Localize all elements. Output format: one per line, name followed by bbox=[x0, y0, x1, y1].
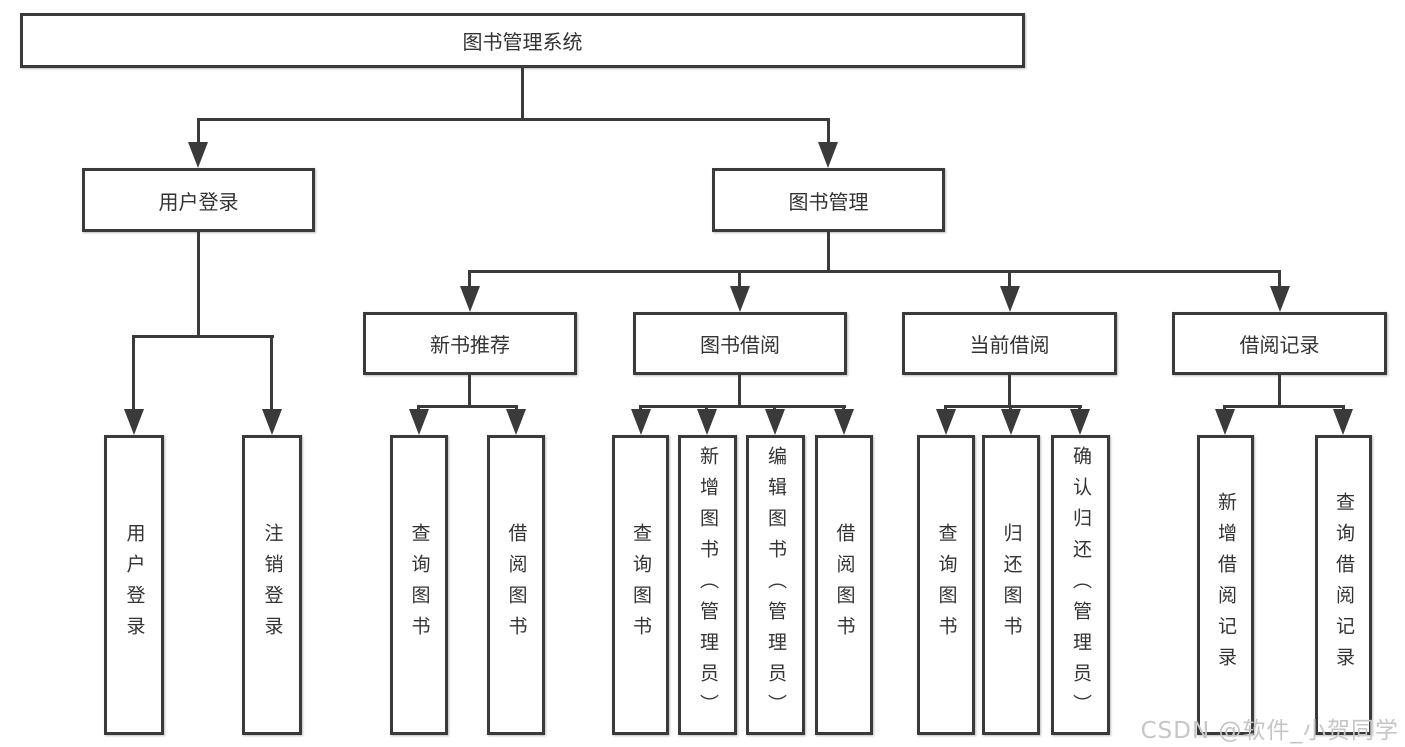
arrow-down-icon bbox=[730, 286, 750, 312]
node-book-management: 图书管理 bbox=[712, 168, 945, 232]
connector-user-login-drop bbox=[197, 232, 200, 338]
connector-to-recommend bbox=[468, 272, 471, 290]
leaf-logout-label: 注销登录 bbox=[261, 523, 284, 647]
connector-book-management-drop bbox=[827, 232, 830, 272]
connector-level3-hline bbox=[468, 270, 1281, 273]
leaf-recommend-query-books: 查询图书 bbox=[390, 435, 448, 735]
leaf-records-query-record-label: 查询借阅记录 bbox=[1333, 492, 1355, 678]
arrow-down-icon bbox=[1270, 286, 1290, 312]
leaf-current-return-books: 归还图书 bbox=[982, 435, 1040, 735]
leaf-borrow-edit-books-admin-label: 编辑图书（管理员） bbox=[765, 445, 787, 725]
node-borrow-records: 借阅记录 bbox=[1172, 312, 1387, 375]
connector-to-user-login bbox=[197, 120, 200, 146]
arrow-down-icon bbox=[124, 409, 144, 435]
arrow-down-icon bbox=[506, 409, 526, 435]
leaf-borrow-add-books-admin-label: 新增图书（管理员） bbox=[697, 445, 719, 725]
connector-recommend-hline bbox=[417, 405, 518, 408]
leaf-borrow-add-books-admin: 新增图书（管理员） bbox=[678, 435, 737, 735]
leaf-current-return-books-label: 归还图书 bbox=[1000, 523, 1023, 647]
leaf-borrow-edit-books-admin: 编辑图书（管理员） bbox=[746, 435, 805, 735]
leaf-borrow-borrow-books-label: 借阅图书 bbox=[833, 523, 856, 647]
connector-records-hline bbox=[1223, 405, 1345, 408]
node-root-label: 图书管理系统 bbox=[462, 30, 583, 54]
connector-current-drop bbox=[1008, 375, 1011, 407]
leaf-records-add-record-label: 新增借阅记录 bbox=[1215, 492, 1237, 678]
leaf-current-confirm-return-admin: 确认归还（管理员） bbox=[1051, 435, 1110, 735]
arrow-down-icon bbox=[188, 142, 208, 168]
leaf-records-query-record: 查询借阅记录 bbox=[1315, 435, 1372, 735]
arrow-down-icon bbox=[834, 409, 854, 435]
connector-login-leaf1-drop bbox=[132, 337, 135, 413]
arrow-down-icon bbox=[460, 286, 480, 312]
node-user-login-label: 用户登录 bbox=[158, 189, 239, 214]
arrow-down-icon bbox=[1000, 286, 1020, 312]
arrow-down-icon bbox=[1001, 409, 1021, 435]
leaf-recommend-borrow-books-label: 借阅图书 bbox=[505, 523, 528, 647]
leaf-borrow-query-books: 查询图书 bbox=[612, 435, 669, 735]
arrow-down-icon bbox=[1333, 409, 1353, 435]
node-book-borrow: 图书借阅 bbox=[633, 312, 847, 375]
connector-to-book-management bbox=[827, 120, 830, 146]
connector-current-hline bbox=[944, 405, 1082, 408]
node-new-book-recommend: 新书推荐 bbox=[363, 312, 577, 375]
leaf-user-login-label: 用户登录 bbox=[123, 523, 146, 647]
arrow-down-icon bbox=[1215, 409, 1235, 435]
connector-root-drop bbox=[521, 68, 524, 120]
node-current-borrow-label: 当前借阅 bbox=[969, 333, 1050, 357]
connector-records-drop bbox=[1278, 375, 1281, 407]
arrow-down-icon bbox=[631, 409, 651, 435]
connector-login-group-hline bbox=[132, 335, 274, 338]
connector-borrow-hline bbox=[639, 405, 846, 408]
node-current-borrow: 当前借阅 bbox=[902, 312, 1117, 375]
leaf-borrow-query-books-label: 查询图书 bbox=[630, 523, 652, 647]
leaf-records-add-record: 新增借阅记录 bbox=[1197, 435, 1254, 735]
node-root: 图书管理系统 bbox=[20, 13, 1025, 68]
arrow-down-icon bbox=[936, 409, 956, 435]
connector-to-records bbox=[1278, 272, 1281, 290]
arrow-down-icon bbox=[409, 409, 429, 435]
connector-recommend-drop bbox=[468, 375, 471, 407]
connector-borrow-drop bbox=[738, 375, 741, 407]
node-book-borrow-label: 图书借阅 bbox=[700, 333, 780, 357]
node-new-book-recommend-label: 新书推荐 bbox=[430, 333, 510, 357]
arrow-down-icon bbox=[765, 409, 785, 435]
leaf-recommend-query-books-label: 查询图书 bbox=[408, 523, 431, 647]
node-book-management-label: 图书管理 bbox=[788, 189, 869, 214]
leaf-user-login: 用户登录 bbox=[104, 435, 164, 735]
leaf-current-confirm-return-admin-label: 确认归还（管理员） bbox=[1070, 445, 1092, 725]
connector-login-leaf2-drop bbox=[270, 337, 273, 413]
arrow-down-icon bbox=[818, 142, 838, 168]
connector-to-current bbox=[1008, 272, 1011, 290]
arrow-down-icon bbox=[262, 409, 282, 435]
node-user-login: 用户登录 bbox=[82, 168, 315, 232]
node-borrow-records-label: 借阅记录 bbox=[1239, 333, 1320, 357]
leaf-logout: 注销登录 bbox=[242, 435, 302, 735]
leaf-recommend-borrow-books: 借阅图书 bbox=[487, 435, 545, 735]
connector-level2-hline bbox=[197, 118, 830, 121]
leaf-current-query-books-label: 查询图书 bbox=[935, 523, 958, 647]
csdn-watermark: CSDN @软件_小贺同学 bbox=[1140, 718, 1399, 744]
arrow-down-icon bbox=[697, 409, 717, 435]
connector-to-borrow bbox=[738, 272, 741, 290]
leaf-current-query-books: 查询图书 bbox=[917, 435, 975, 735]
leaf-borrow-borrow-books: 借阅图书 bbox=[815, 435, 873, 735]
arrow-down-icon bbox=[1070, 409, 1090, 435]
